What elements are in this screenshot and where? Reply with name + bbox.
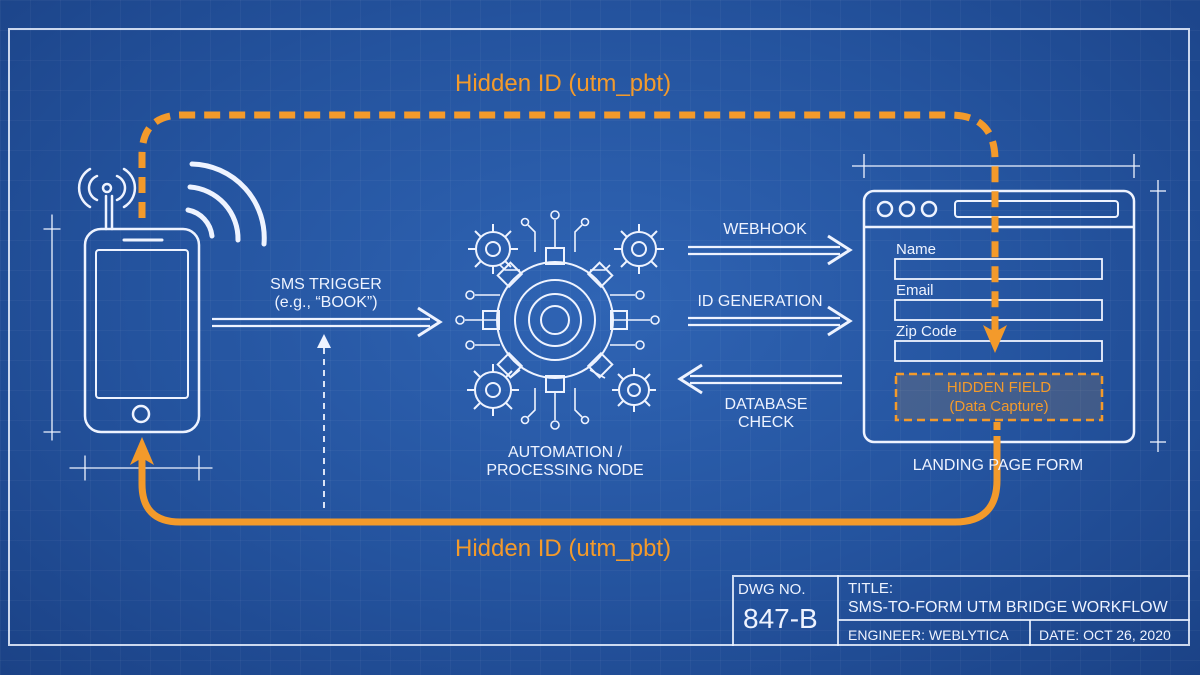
sms-trigger-label: SMS TRIGGER (e.g., “BOOK”) bbox=[252, 276, 400, 313]
id-generation-label: ID GENERATION bbox=[697, 293, 823, 310]
id-generation-arrow bbox=[688, 305, 853, 337]
sms-trigger-arrow bbox=[212, 306, 443, 338]
form-field-email-label: Email bbox=[896, 282, 934, 299]
hidden-id-top-label: Hidden ID (utm_pbt) bbox=[455, 70, 672, 97]
form-field-zip-label: Zip Code bbox=[896, 323, 957, 340]
gear-icon bbox=[455, 210, 664, 430]
processing-node-label: AUTOMATION / PROCESSING NODE bbox=[470, 444, 660, 481]
smartphone-icon bbox=[43, 167, 213, 481]
sms-trigger-line1: SMS TRIGGER bbox=[270, 276, 382, 293]
drawing-border bbox=[8, 28, 1190, 646]
dwg-number: 847-B bbox=[743, 603, 818, 634]
engineer-field: ENGINEER: WEBLYTICA bbox=[848, 627, 1009, 643]
database-check-label: DATABASE CHECK bbox=[706, 396, 826, 433]
title-caption: TITLE: bbox=[848, 580, 894, 597]
database-check-arrow bbox=[677, 363, 842, 395]
node-label-line1: AUTOMATION / bbox=[507, 444, 623, 461]
hidden-field-line2: (Data Capture) bbox=[949, 397, 1049, 415]
node-label-line2: PROCESSING NODE bbox=[486, 462, 644, 480]
hidden-field-line1: HIDDEN FIELD bbox=[946, 379, 1052, 396]
signal-waves-icon bbox=[185, 161, 267, 247]
hidden-field-label: HIDDEN FIELD (Data Capture) bbox=[894, 379, 1104, 417]
hidden-id-bottom-path bbox=[130, 437, 1001, 526]
title-block-lines bbox=[837, 575, 1190, 646]
drawing-title: SMS-TO-FORM UTM BRIDGE WORKFLOW bbox=[848, 599, 1168, 616]
hidden-id-bottom-label: Hidden ID (utm_pbt) bbox=[455, 535, 672, 562]
date-field: DATE: OCT 26, 2020 bbox=[1039, 627, 1171, 643]
webhook-label: WEBHOOK bbox=[723, 221, 807, 238]
form-field-name-label: Name bbox=[896, 241, 937, 258]
database-check-line1: DATABASE bbox=[724, 396, 808, 413]
hidden-field-box bbox=[894, 372, 1104, 422]
sms-trigger-line2: (e.g., “BOOK”) bbox=[274, 294, 378, 312]
webhook-arrow bbox=[688, 234, 853, 266]
title-block: DWG NO. 847-B TITLE: SMS-TO-FORM UTM BRI… bbox=[732, 575, 1190, 646]
dwg-number-caption: DWG NO. bbox=[738, 581, 806, 598]
database-check-line2: CHECK bbox=[737, 414, 794, 432]
hidden-id-top-path bbox=[138, 111, 1007, 353]
landing-page-form-label: LANDING PAGE FORM bbox=[912, 457, 1084, 474]
